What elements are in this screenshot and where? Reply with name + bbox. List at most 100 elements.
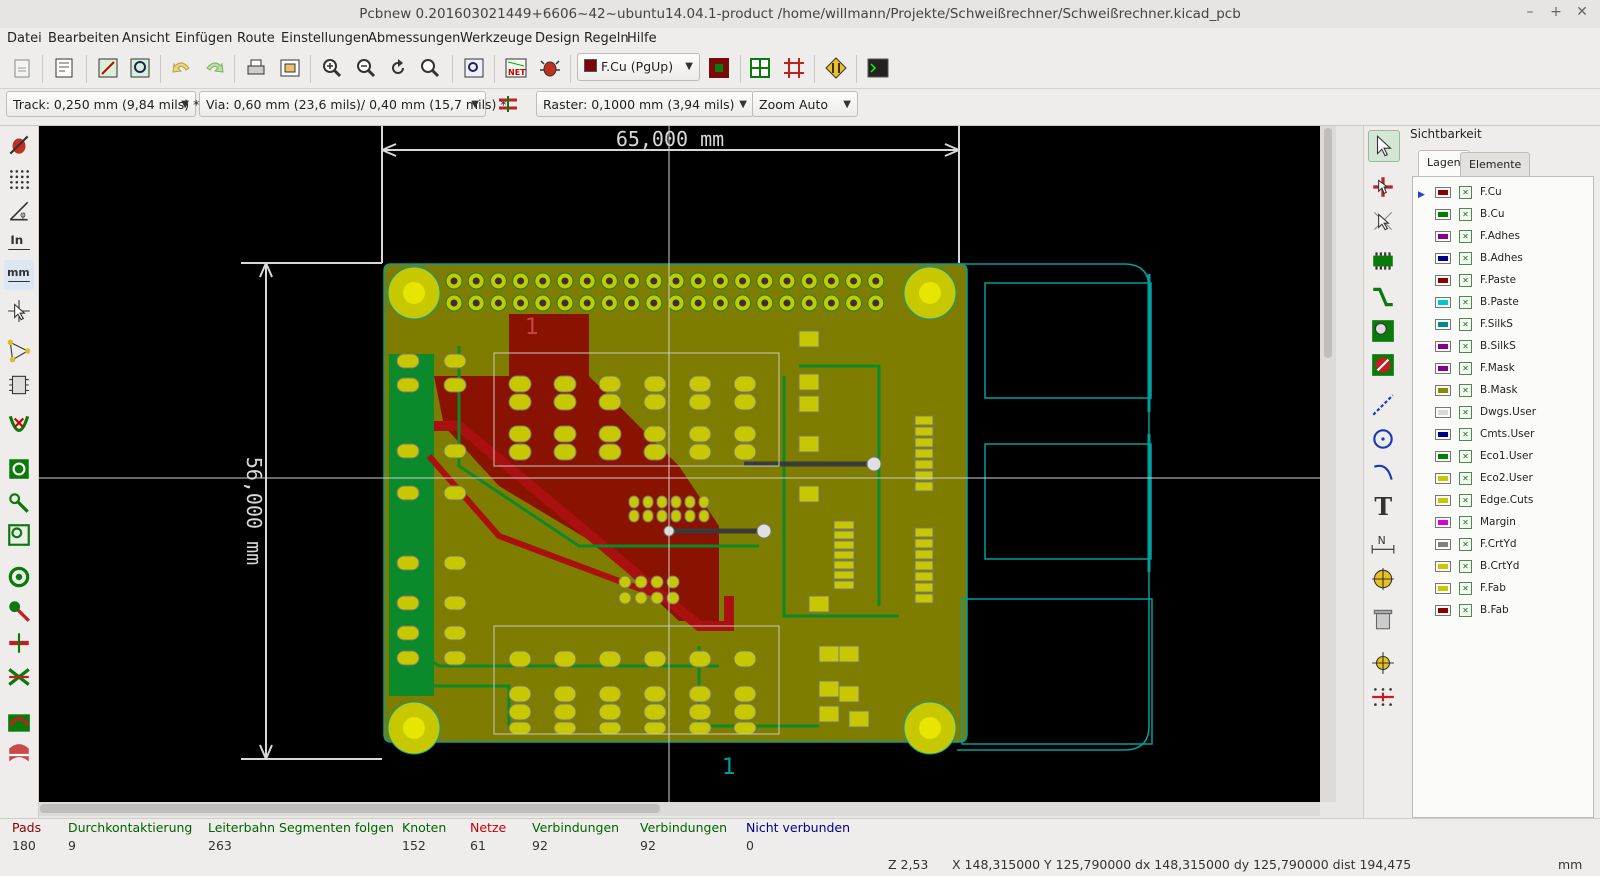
units-inch-button[interactable]: In <box>4 228 34 258</box>
undo-button[interactable] <box>168 54 196 82</box>
route-track-button[interactable] <box>1368 282 1398 312</box>
tab-elements[interactable]: Elemente <box>1460 152 1531 177</box>
layer-row[interactable]: ✕F.SilkS <box>1413 313 1593 335</box>
maximize-button[interactable]: + <box>1550 4 1562 20</box>
add-line-button[interactable] <box>1368 390 1398 420</box>
highlight-net-button[interactable] <box>1368 172 1398 202</box>
layer-visible-checkbox[interactable]: ✕ <box>1459 537 1472 551</box>
netlist-button[interactable]: NET <box>502 54 530 82</box>
zone-display-button[interactable] <box>4 454 34 484</box>
layer-row[interactable]: ✕B.CrtYd <box>1413 555 1593 577</box>
delete-button[interactable] <box>1368 604 1398 634</box>
layer-row[interactable]: ✕B.Cu <box>1413 203 1593 225</box>
module-viewer-button[interactable] <box>126 54 154 82</box>
layer-row[interactable]: ✕F.Paste <box>1413 269 1593 291</box>
print-button[interactable] <box>242 54 270 82</box>
select-tool-button[interactable] <box>1368 130 1400 162</box>
layer-visible-checkbox[interactable]: ✕ <box>1459 603 1472 617</box>
page-settings-button[interactable] <box>50 54 78 82</box>
scripting-console-button[interactable] <box>864 54 892 82</box>
layer-visible-checkbox[interactable]: ✕ <box>1459 185 1472 199</box>
layer-row[interactable]: ✕B.Mask <box>1413 379 1593 401</box>
cursor-shape-button[interactable] <box>4 296 34 326</box>
layer-visible-checkbox[interactable]: ✕ <box>1459 207 1472 221</box>
add-circle-button[interactable] <box>1368 424 1398 454</box>
layer-color-swatch[interactable] <box>1435 252 1451 264</box>
redraw-button[interactable] <box>384 54 412 82</box>
layer-visible-checkbox[interactable]: ✕ <box>1459 427 1472 441</box>
module-ratsnest-button[interactable] <box>4 370 34 400</box>
layer-color-swatch[interactable] <box>1435 230 1451 242</box>
layer-color-swatch[interactable] <box>1435 362 1451 374</box>
layer-color-swatch[interactable] <box>1435 428 1451 440</box>
layer-visible-checkbox[interactable]: ✕ <box>1459 317 1472 331</box>
layer-row[interactable]: ✕F.CrtYd <box>1413 533 1593 555</box>
layer-row[interactable]: ✕Eco2.User <box>1413 467 1593 489</box>
add-via-button[interactable] <box>1368 316 1398 346</box>
menu-route[interactable]: Route <box>237 31 275 46</box>
grid-origin-button[interactable] <box>1368 682 1398 712</box>
units-mm-button[interactable]: mm <box>4 260 34 290</box>
layer-color-swatch[interactable] <box>1435 340 1451 352</box>
show-ratsnest-button[interactable] <box>4 336 34 366</box>
zoom-fit-button[interactable] <box>416 54 444 82</box>
grid-button[interactable] <box>780 54 808 82</box>
menu-design-regeln[interactable]: Design Regeln <box>535 31 629 46</box>
layer-visible-checkbox[interactable]: ✕ <box>1459 559 1472 573</box>
track-width-select[interactable]: Track: 0,250 mm (9,84 mils) *▼ <box>6 91 199 117</box>
layer-color-swatch[interactable] <box>1435 472 1451 484</box>
zone-sketch-button[interactable] <box>4 520 34 550</box>
layer-row[interactable]: ✕Eco1.User <box>1413 445 1593 467</box>
layer-color-swatch[interactable] <box>1435 450 1451 462</box>
layer-row[interactable]: ✕B.Adhes <box>1413 247 1593 269</box>
layer-row[interactable]: ✕F.Adhes <box>1413 225 1593 247</box>
drc-button[interactable] <box>536 54 564 82</box>
grid-select[interactable]: Raster: 0,1000 mm (3,94 mils)▼ <box>536 91 754 117</box>
layer-visible-checkbox[interactable]: ✕ <box>1459 251 1472 265</box>
menu-einstellungen[interactable]: Einstellungen <box>281 31 370 46</box>
set-origin-button[interactable] <box>1368 648 1398 678</box>
layer-row[interactable]: ✕Margin <box>1413 511 1593 533</box>
layer-color-swatch[interactable] <box>1435 538 1451 550</box>
layer-color-swatch[interactable] <box>1435 406 1451 418</box>
auto-delete-track-button[interactable] <box>4 410 34 440</box>
menu-einfuegen[interactable]: Einfügen <box>175 31 233 46</box>
layer-row[interactable]: ✕Edge.Cuts <box>1413 489 1593 511</box>
menu-abmessungen[interactable]: Abmessungen <box>368 31 461 46</box>
layer-color-swatch[interactable] <box>1435 296 1451 308</box>
drc-toggle-button[interactable] <box>4 130 34 160</box>
layer-visible-checkbox[interactable]: ✕ <box>1459 229 1472 243</box>
layer-color-swatch[interactable] <box>1435 604 1451 616</box>
layer-row[interactable]: ✕F.Fab <box>1413 577 1593 599</box>
layer-visible-checkbox[interactable]: ✕ <box>1459 339 1472 353</box>
layer-row[interactable]: ✕F.Cu <box>1413 181 1593 203</box>
menu-ansicht[interactable]: Ansicht <box>122 31 171 46</box>
new-board-button[interactable] <box>8 54 36 82</box>
vertical-scroll-thumb[interactable] <box>1324 128 1332 358</box>
autoroute-button[interactable] <box>822 54 850 82</box>
layer-pair-button[interactable] <box>705 54 733 82</box>
track-sketch-button[interactable] <box>4 628 34 658</box>
layer-visible-checkbox[interactable]: ✕ <box>1459 383 1472 397</box>
via-size-select[interactable]: Via: 0,60 mm (23,6 mils)/ 0,40 mm (15,7 … <box>199 91 507 117</box>
find-button[interactable] <box>460 54 488 82</box>
horizontal-scroll-thumb[interactable] <box>40 804 660 813</box>
local-ratsnest-button[interactable] <box>1368 206 1398 236</box>
close-button[interactable]: ✕ <box>1576 4 1588 20</box>
layer-row[interactable]: ✕F.Mask <box>1413 357 1593 379</box>
add-keepout-button[interactable] <box>1368 350 1398 380</box>
menu-datei[interactable]: Datei <box>7 31 42 46</box>
add-target-button[interactable] <box>1368 564 1398 594</box>
menu-bearbeiten[interactable]: Bearbeiten <box>48 31 120 46</box>
track-via-auto-button[interactable] <box>494 90 522 118</box>
zoom-out-button[interactable] <box>352 54 380 82</box>
high-contrast-button[interactable] <box>4 662 34 692</box>
add-dimension-button[interactable]: N <box>1368 530 1398 560</box>
layer-visible-checkbox[interactable]: ✕ <box>1459 515 1472 529</box>
zoom-in-button[interactable] <box>318 54 346 82</box>
layer-visible-checkbox[interactable]: ✕ <box>1459 449 1472 463</box>
layer-row[interactable]: ✕B.Fab <box>1413 599 1593 621</box>
pad-sketch-button[interactable] <box>4 562 34 592</box>
layer-row[interactable]: ✕Dwgs.User <box>1413 401 1593 423</box>
add-text-button[interactable]: T <box>1368 490 1398 521</box>
